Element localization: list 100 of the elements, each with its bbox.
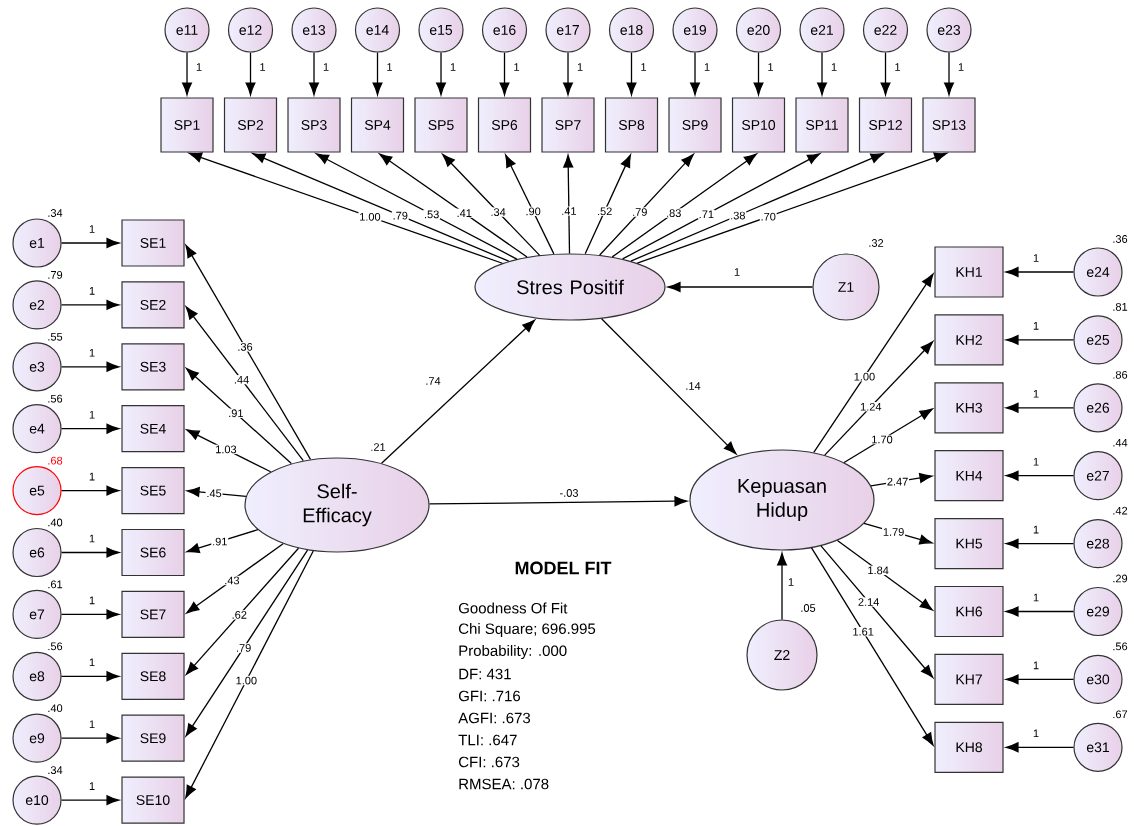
arrow (188, 152, 503, 264)
arrow (245, 51, 256, 96)
indicator-box: SE3 (121, 343, 185, 391)
arrow (824, 341, 934, 456)
arrow (1005, 674, 1075, 685)
arrow (442, 153, 541, 256)
edge-label: 1 (88, 348, 96, 358)
edge-label: 1.84 (866, 565, 890, 576)
variance-label: .32 (869, 239, 884, 247)
indicator-box: SP11 (795, 97, 849, 153)
variance-label: .05 (801, 604, 816, 612)
variance-label: .34 (48, 766, 63, 774)
arrow (820, 545, 934, 678)
variance-label: .40 (48, 518, 63, 527)
edge-label: .34 (489, 207, 507, 217)
edge-label: 1.61 (851, 627, 875, 637)
edge-label: 1 (1032, 525, 1040, 535)
arrow (380, 319, 536, 464)
variance-label: .21 (371, 443, 386, 451)
arrow (843, 408, 933, 464)
edge-label: .83 (665, 208, 683, 218)
edge-label: .71 (697, 209, 715, 219)
edge-label: 1 (88, 781, 96, 791)
arrow (630, 153, 884, 262)
edge-label: -.03 (558, 488, 580, 498)
arrow (60, 485, 120, 496)
variance-label: .56 (1113, 642, 1128, 651)
arrow (186, 529, 259, 554)
indicator-box: SP10 (731, 97, 786, 153)
edge-label: 1 (88, 595, 96, 605)
edge-label: 1 (88, 286, 96, 296)
arrow (60, 361, 120, 372)
edge-label: .79 (391, 210, 409, 221)
edge-label: 1 (830, 62, 838, 72)
fit-statistic: CFI: .673 (459, 756, 520, 768)
edge-label: .14 (684, 381, 702, 391)
heading: MODEL FIT (515, 561, 612, 575)
fit-statistic: AGFI: .673 (458, 712, 531, 724)
edge-label: 1 (88, 472, 96, 482)
edge-label: 1 (1032, 457, 1040, 467)
indicator-box: SE1 (121, 219, 185, 267)
arrow (60, 671, 120, 682)
indicator-box: SE9 (121, 714, 185, 762)
edge-label: 1 (1032, 321, 1040, 331)
arrow (186, 543, 284, 614)
edge-label: .38 (729, 210, 747, 221)
edge-label: .62 (230, 610, 248, 620)
fit-statistic: DF: 431 (459, 668, 511, 680)
edge-label: 1 (258, 62, 267, 72)
arrow (777, 552, 788, 621)
indicator-box: SP12 (858, 97, 913, 153)
edge-label: 1 (957, 62, 965, 72)
edge-label: .44 (233, 375, 250, 385)
edge-label: 1 (893, 62, 902, 72)
fit-statistic: TLI: .647 (458, 734, 517, 746)
arrow (870, 473, 933, 487)
edge-label: .41 (455, 208, 473, 218)
edge-label: 1 (88, 657, 96, 667)
arrow (563, 154, 574, 255)
edge-label: 2.14 (857, 597, 881, 607)
arrow (600, 318, 737, 455)
indicator-box: SP4 (350, 97, 405, 153)
arrow (813, 273, 934, 454)
edge-label: 1.00 (358, 212, 382, 222)
indicator-box: SE5 (121, 467, 185, 515)
variance-label: .40 (48, 704, 63, 713)
arrow (880, 51, 891, 96)
edge-label: 1 (766, 62, 775, 72)
fit-statistic: Probability: .000 (459, 645, 567, 659)
edge-label: 1 (703, 62, 711, 72)
edge-label: .41 (560, 206, 578, 216)
indicator-box: SE6 (121, 528, 185, 577)
edge-label: .91 (211, 536, 229, 547)
arrow (1005, 402, 1075, 413)
edge-label: 1 (88, 410, 96, 420)
indicator-box: KH2 (934, 314, 1004, 366)
arrow (379, 153, 528, 258)
arrow (863, 522, 933, 545)
arrow (60, 423, 120, 434)
arrow (817, 51, 828, 96)
edge-label: 1 (88, 224, 96, 234)
edge-label: 1.79 (882, 527, 906, 537)
edge-label: .53 (423, 209, 441, 220)
arrow (836, 539, 933, 611)
variance-label: .61 (48, 580, 63, 589)
edge-label: .36 (236, 342, 254, 352)
arrow (667, 281, 814, 293)
variance-label: .79 (48, 271, 63, 279)
arrow (60, 609, 120, 620)
edge-label: 1 (787, 577, 795, 587)
variance-label: .36 (1113, 235, 1128, 243)
edge-label: 1 (576, 62, 584, 72)
edge-label: .79 (235, 643, 253, 653)
arrow (186, 486, 247, 498)
variance-label: .67 (1113, 710, 1128, 719)
edge-label: 1 (1032, 389, 1040, 399)
arrow (309, 51, 320, 96)
arrow (428, 496, 688, 507)
variance-label: .81 (1113, 303, 1128, 311)
edge-label: .90 (524, 206, 542, 217)
